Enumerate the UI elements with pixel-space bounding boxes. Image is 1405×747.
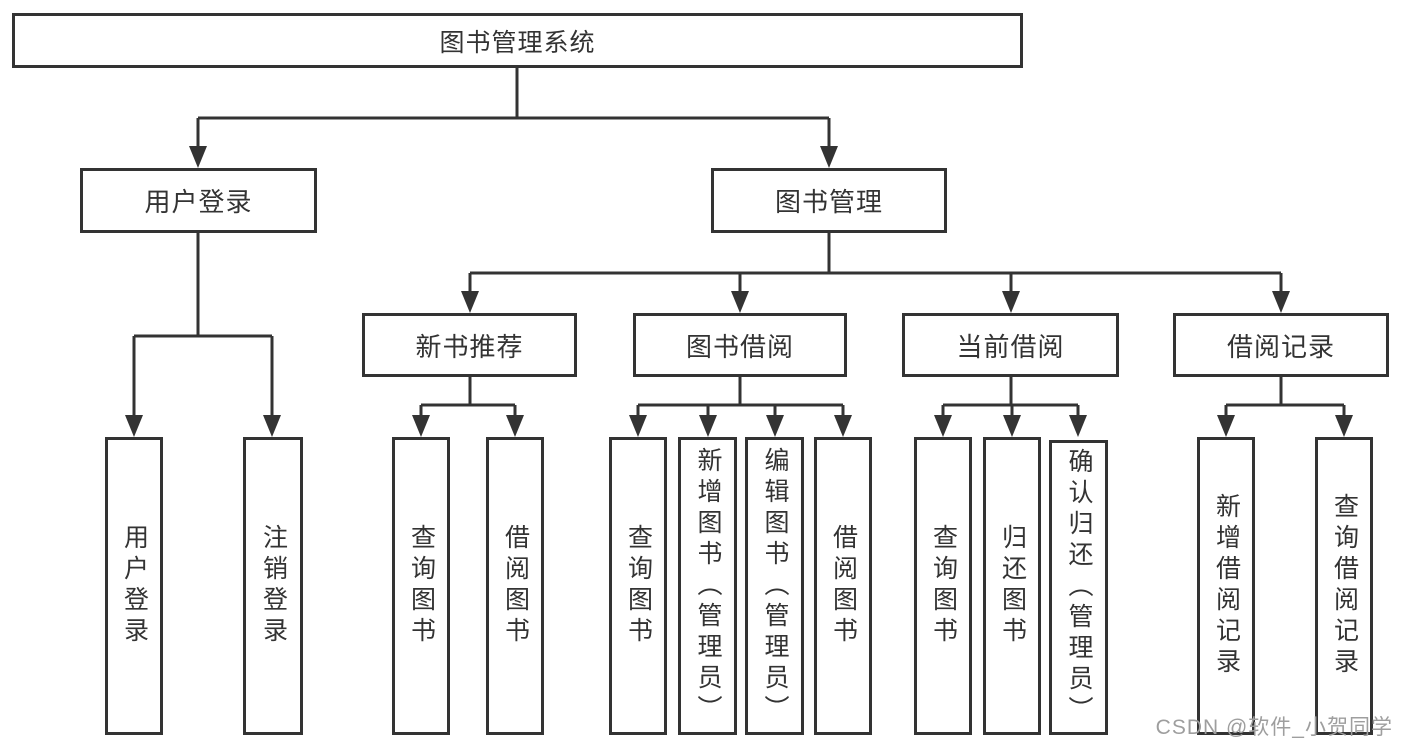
arrowhead-icons (125, 146, 1353, 437)
leaf-add-book-admin: 新增图书（管理员） (678, 437, 737, 735)
leaf-query-borrow-record: 查询借阅记录 (1315, 437, 1373, 735)
node-borrow-records: 借阅记录 (1173, 313, 1389, 377)
leaf-confirm-return-admin-label: 确认归还（管理员） (1065, 448, 1093, 727)
node-book-management-label: 图书管理 (774, 187, 883, 217)
leaf-query-books-current: 查询图书 (914, 437, 972, 735)
leaf-return-book: 归还图书 (983, 437, 1041, 735)
leaf-return-book-label: 归还图书 (998, 524, 1027, 648)
leaf-borrow-books: 借阅图书 (814, 437, 872, 735)
leaf-borrow-books-label: 借阅图书 (829, 524, 858, 648)
leaf-add-book-admin-label: 新增图书（管理员） (694, 446, 722, 726)
leaf-confirm-return-admin: 确认归还（管理员） (1049, 440, 1108, 735)
node-user-login-label: 用户登录 (144, 187, 253, 217)
node-system-root: 图书管理系统 (12, 13, 1023, 68)
leaf-borrow-books-recommend: 借阅图书 (486, 437, 544, 735)
leaf-query-books-recommend-label: 查询图书 (407, 524, 436, 648)
leaf-query-books-recommend: 查询图书 (392, 437, 450, 735)
leaf-query-books-borrow: 查询图书 (609, 437, 667, 735)
leaf-add-borrow-record-label: 新增借阅记录 (1212, 493, 1241, 679)
node-system-root-label: 图书管理系统 (439, 28, 596, 57)
leaf-borrow-books-recommend-label: 借阅图书 (501, 524, 530, 648)
node-book-borrow: 图书借阅 (633, 313, 847, 377)
node-borrow-records-label: 借阅记录 (1226, 331, 1335, 362)
node-book-management: 图书管理 (711, 168, 947, 233)
node-new-book-recommend: 新书推荐 (362, 313, 577, 377)
leaf-edit-book-admin: 编辑图书（管理员） (745, 437, 804, 735)
leaf-query-books-current-label: 查询图书 (929, 524, 958, 648)
leaf-user-login: 用户登录 (105, 437, 163, 735)
node-new-book-recommend-label: 新书推荐 (415, 331, 524, 362)
leaf-edit-book-admin-label: 编辑图书（管理员） (761, 446, 789, 726)
leaf-query-borrow-record-label: 查询借阅记录 (1330, 493, 1359, 679)
node-book-borrow-label: 图书借阅 (685, 331, 794, 362)
tree-edges (132, 68, 1346, 418)
node-current-borrow-label: 当前借阅 (956, 331, 1065, 362)
leaf-user-login-label: 用户登录 (120, 524, 149, 648)
node-user-login: 用户登录 (80, 168, 317, 233)
leaf-add-borrow-record: 新增借阅记录 (1197, 437, 1255, 735)
leaf-query-books-borrow-label: 查询图书 (624, 524, 653, 648)
node-current-borrow: 当前借阅 (902, 313, 1119, 377)
leaf-logout-label: 注销登录 (259, 524, 288, 648)
csdn-watermark: CSDN @软件_小贺同学 (1155, 716, 1393, 739)
leaf-logout: 注销登录 (243, 437, 303, 735)
